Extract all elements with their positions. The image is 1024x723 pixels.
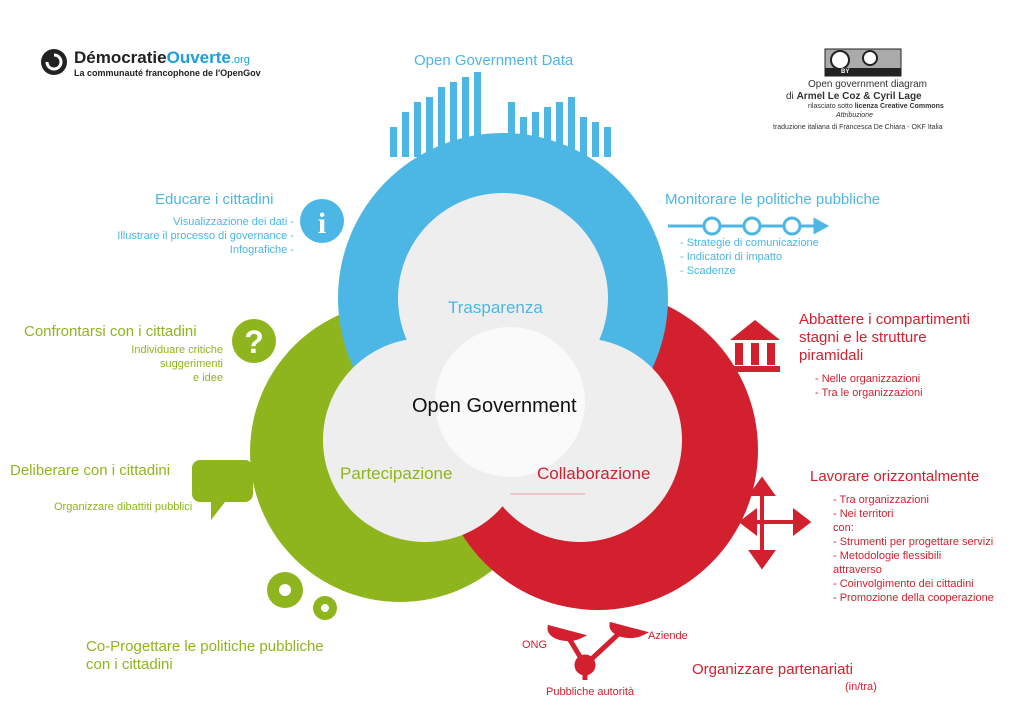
open-data-bar [544,107,551,157]
silos-list: - Nelle organizzazioni - Tra le organizz… [815,372,923,400]
open-data-bar [438,87,445,157]
deliberate-title: Deliberare con i cittadini [10,462,171,479]
open-data-bar [450,82,457,157]
silos-line: stagni e le strutture [799,329,927,346]
logo-icon [41,49,67,75]
coproject-line: con i cittadini [86,656,173,673]
center-circle [435,327,585,477]
list-item: suggerimenti [160,358,223,370]
logo-name-part: .org [230,54,250,66]
list-item: Infografiche - [229,244,294,256]
list-item: - Metodologie flessibili [833,550,942,562]
credits-license: licenza Creative Commons [854,103,944,110]
open-data-title: Open Government Data [414,52,574,69]
open-data-bar [520,117,527,157]
list-item: Visualizzazione dei dati - [173,216,294,228]
collaboration-label: Collaborazione [537,464,651,483]
open-data-bar [414,102,421,157]
cc-icon [830,50,850,70]
credits-license-pre: rilasciato sotto [808,103,853,110]
silos-line: Abbattere i compartimenti [799,311,970,328]
open-data-bar [568,97,575,157]
info-icon [300,199,344,243]
horizontal-list: - Tra organizzazioni - Nei territori con… [833,493,994,605]
logo-name: DémocratieOuverte.org [74,48,250,68]
transparency-label: Trasparenza [448,298,543,317]
logo-name-part: Démocratie [74,48,167,67]
ong-label: ONG [522,639,548,651]
open-data-bar [556,102,563,157]
companies-label: Aziende [648,630,688,642]
svg-text:?: ? [244,324,264,360]
open-data-bar [390,127,397,157]
list-item: Individuare critiche [131,344,223,356]
open-data-bar [474,72,481,157]
open-data-bar [508,102,515,157]
institution-icon [730,320,780,372]
list-item: - Scadenze [680,265,736,277]
open-data-bars-chart [390,72,611,157]
confront-list: Individuare critiche suggerimenti e idee [131,343,223,385]
question-icon [232,319,276,363]
authorities-label: Pubbliche autorità [546,686,635,698]
silos-line: piramidali [799,347,864,364]
partnership-sub: (in/tra) [845,681,877,693]
credits-attribution: Attribuzione [836,112,873,119]
open-government-title: Open Government [412,395,577,417]
credits-translation: traduzione italiana di Francesca De Chia… [773,124,943,131]
list-item: con: [833,522,854,534]
timeline-arrow-icon [668,216,830,236]
open-data-bar [592,122,599,157]
open-data-bar [604,127,611,157]
svg-text:i: i [318,207,326,240]
by-label: BY [841,69,850,75]
speech-bubble-icon [192,460,253,520]
credits-di: di [786,91,794,102]
partnership-network-icon [547,621,650,680]
list-item: - Coinvolgimento dei cittadini [833,578,974,590]
monitor-list: - Strategie di comunicazione - Indicator… [680,236,819,278]
educate-title: Educare i cittadini [155,191,274,208]
list-item: attraverso [833,564,882,576]
credits-title: Open government diagram [808,79,927,90]
list-item: - Nelle organizzazioni [815,373,921,385]
list-item: e idee [193,372,223,384]
horizontal-title: Lavorare orizzontalmente [810,468,980,485]
list-item: - Nei territori [833,508,894,520]
open-data-bar [426,97,433,157]
participation-label: Partecipazione [340,464,453,483]
coproject-line: Co-Progettare le politiche pubbliche [86,638,324,655]
attribution-icon [862,50,878,66]
list-item: - Tra organizzazioni [833,494,929,506]
logo-tagline: La communauté francophone de l'OpenGov [74,68,261,78]
open-data-bar [532,112,539,157]
open-data-bar [462,77,469,157]
logo-name-part: Ouverte [166,48,231,67]
educate-list: Visualizzazione dei dati - Illustrare il… [117,215,294,257]
list-item: Illustrare il processo di governance - [117,230,294,242]
open-data-bar [402,112,409,157]
list-item: Organizzare dibattiti pubblici [54,501,193,513]
partnership-title: Organizzare partenariati [692,661,853,678]
credits-authors: Armel Le Coz & Cyril Lage [796,91,922,102]
list-item: - Strumenti per progettare servizi [833,536,994,548]
list-item: - Strategie di comunicazione [680,237,819,249]
list-item: - Tra le organizzazioni [815,387,923,399]
open-data-bar [580,117,587,157]
four-way-arrow-icon [738,476,812,570]
list-item: - Indicatori di impatto [680,251,783,263]
gears-icon [267,572,337,620]
list-item: - Promozione della cooperazione [833,592,994,604]
monitor-title: Monitorare le politiche pubbliche [665,191,881,208]
confront-title: Confrontarsi con i cittadini [24,323,197,340]
